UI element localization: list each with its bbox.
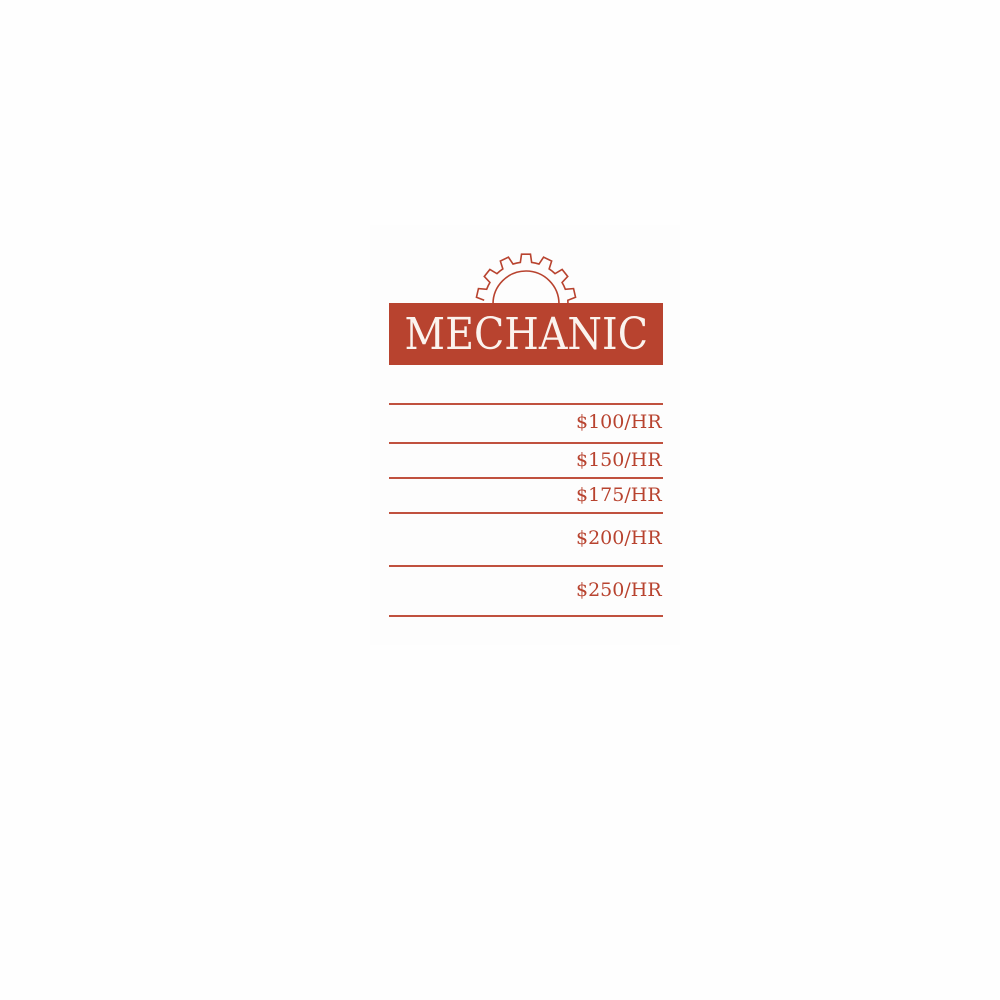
divider xyxy=(389,565,663,567)
gear-teeth xyxy=(475,253,577,304)
price-card xyxy=(370,225,680,645)
price-row-3: $175/HR xyxy=(576,484,662,506)
gear-icon xyxy=(475,253,577,304)
divider xyxy=(389,512,663,514)
price-row-2: $150/HR xyxy=(576,449,662,471)
price-row-1: $100/HR xyxy=(576,411,662,433)
divider xyxy=(389,477,663,479)
divider xyxy=(389,615,663,617)
title: MECHANIC xyxy=(404,308,648,360)
divider xyxy=(389,403,663,405)
price-row-5: $250/HR xyxy=(576,579,662,601)
divider xyxy=(389,442,663,444)
title-banner: MECHANIC xyxy=(389,303,663,365)
price-row-4: $200/HR xyxy=(576,527,662,549)
gear-hub xyxy=(492,270,560,304)
